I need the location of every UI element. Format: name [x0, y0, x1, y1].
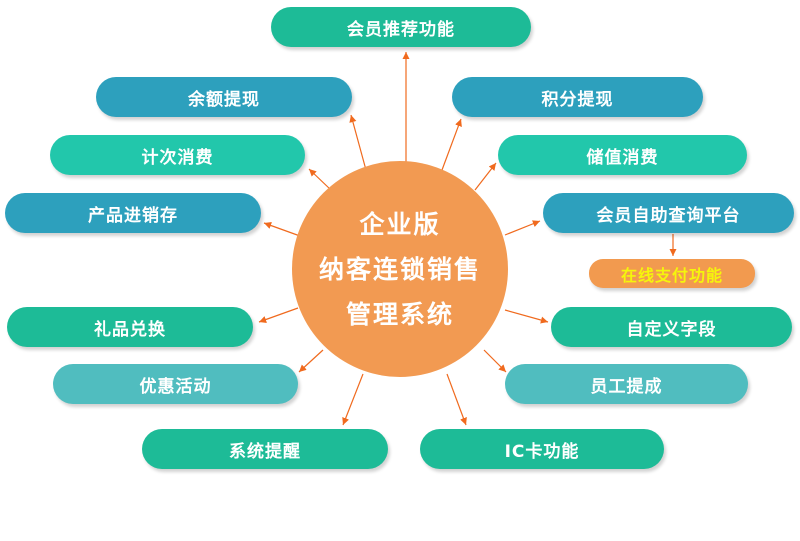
- arrow-staff-commission: [483, 349, 507, 373]
- feature-balance-withdraw: 余额提现: [96, 77, 352, 117]
- hub-title-line3: 管理系统: [345, 299, 454, 329]
- arrow-custom-fields: [504, 309, 549, 324]
- arrow-system-reminder: [342, 373, 364, 426]
- feature-ic-card: IC卡功能: [420, 429, 664, 469]
- feature-stored-value-consume: 储值消费: [498, 135, 747, 175]
- arrow-points-withdraw: [441, 118, 462, 171]
- arrow-member-self-query: [504, 220, 541, 236]
- feature-custom-fields: 自定义字段: [551, 307, 792, 347]
- arrow-balance-withdraw: [349, 114, 367, 171]
- feature-member-self-query: 会员自助查询平台: [543, 193, 794, 233]
- feature-system-reminder: 系统提醒: [142, 429, 388, 469]
- arrow-stored-value: [474, 162, 497, 191]
- arrow-promotions: [298, 349, 324, 373]
- arrow-gift-exchange: [258, 307, 299, 323]
- feature-points-withdraw: 积分提现: [452, 77, 703, 117]
- feature-online-payment: 在线支付功能: [589, 259, 755, 288]
- feature-gift-exchange: 礼品兑换: [7, 307, 253, 347]
- feature-count-consume: 计次消费: [50, 135, 305, 175]
- hub-title-line2: 纳客连锁销售: [318, 254, 481, 284]
- feature-member-referral: 会员推荐功能: [271, 7, 531, 47]
- feature-product-inventory: 产品进销存: [5, 193, 261, 233]
- feature-staff-commission: 员工提成: [505, 364, 748, 404]
- feature-promotions: 优惠活动: [53, 364, 298, 404]
- arrow-product-inventory: [263, 222, 301, 237]
- arrow-ic-card: [446, 373, 467, 426]
- arrow-count-consume: [308, 168, 332, 191]
- central-system-circle: 企业版 纳客连锁销售 管理系统: [292, 161, 508, 377]
- hub-title-line1: 企业版: [359, 209, 441, 239]
